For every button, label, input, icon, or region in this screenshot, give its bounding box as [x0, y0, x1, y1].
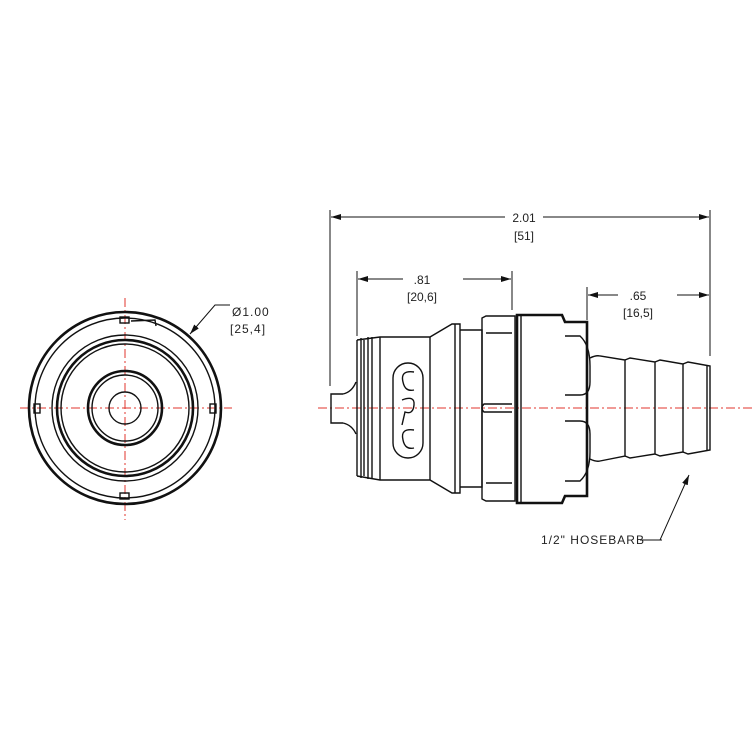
lug-top [119, 316, 130, 324]
seal-grooves [356, 337, 381, 480]
diameter-leader [189, 304, 230, 335]
diameter-value: Ø1.00 [232, 305, 270, 319]
hosebarb-callout: 1/2" HOSEBARB [541, 474, 690, 547]
pin [481, 403, 512, 413]
nose [330, 393, 343, 424]
body-outline [356, 323, 461, 494]
diameter-dimension: Ø1.00 [25,4] [189, 304, 270, 336]
barb-length-dimension: .65 [16,5] [588, 289, 709, 320]
nose-fillet [342, 381, 357, 435]
hose-barb [589, 355, 711, 462]
hosebarb-label: 1/2" HOSEBARB [541, 533, 645, 547]
barb-length-metric: [16,5] [623, 306, 653, 320]
lug-lines [486, 332, 512, 484]
diameter-metric: [25,4] [230, 322, 266, 336]
barb-length-value: .65 [630, 289, 647, 303]
key-tab [130, 319, 157, 327]
nut-boss-top [565, 335, 591, 396]
lug-right [209, 403, 217, 414]
body-length-metric: [20,6] [407, 290, 437, 304]
mid-circle [51, 334, 199, 482]
bore-mid-circle [91, 374, 159, 442]
overall-length-value: 2.01 [512, 211, 536, 225]
body-length-value: .81 [414, 273, 431, 287]
bore-outer-circle [86, 369, 164, 447]
nut-boss-bottom [565, 420, 591, 482]
outer-circle [27, 310, 223, 506]
logo-oval [392, 362, 424, 459]
outer-inner-circle [34, 317, 216, 499]
bore-circle [108, 391, 142, 425]
overall-length-dimension: 2.01 [51] [331, 211, 709, 243]
lug-bottom [119, 492, 130, 500]
nut [515, 313, 589, 505]
lug-left [33, 403, 41, 414]
overall-length-metric: [51] [514, 229, 534, 243]
cpc-logo [401, 371, 415, 450]
side-view: 2.01 [51] .81 [20,6] .65 [16,5] [318, 210, 752, 547]
end-view: Ø1.00 [25,4] [20, 298, 270, 520]
callout-leader [659, 474, 690, 541]
mid-inner-circle [55, 338, 195, 478]
body-length-dimension: .81 [20,6] [358, 273, 511, 304]
coupling-body [330, 313, 711, 505]
mid-innermost-circle [60, 343, 190, 473]
lug-section [481, 315, 516, 502]
